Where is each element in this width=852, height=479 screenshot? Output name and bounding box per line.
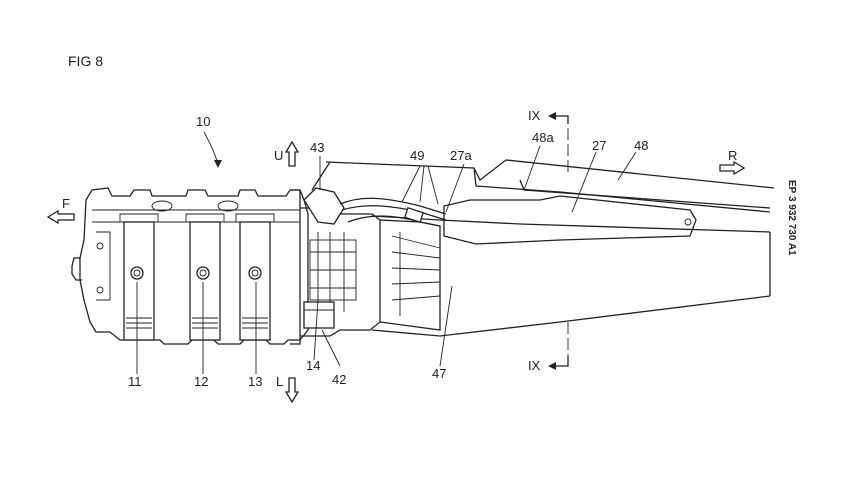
direction-label-up: U	[274, 148, 283, 163]
ref-13: 13	[248, 374, 262, 389]
ref-27: 27	[592, 138, 606, 153]
leader-lines	[136, 131, 637, 374]
arrow-rear	[719, 160, 746, 176]
direction-label-down: L	[276, 374, 283, 389]
ref-43: 43	[310, 140, 324, 155]
transmission-unit	[300, 187, 381, 337]
cables	[339, 197, 447, 227]
arrow-front	[46, 209, 75, 225]
ref-42: 42	[332, 372, 346, 387]
arrow-up	[284, 140, 300, 167]
section-label-top: IX	[528, 108, 541, 123]
arrow-down	[284, 377, 300, 404]
ref-12: 12	[194, 374, 208, 389]
frame-structure	[311, 159, 775, 245]
section-label-bottom: IX	[528, 358, 541, 373]
ref-10: 10	[196, 114, 210, 129]
section-line-ix	[548, 112, 569, 370]
ref-48a: 48a	[532, 130, 554, 145]
ref-27a: 27a	[450, 148, 472, 163]
ref-47: 47	[432, 366, 446, 381]
figure-title: FIG 8	[68, 53, 103, 69]
ref-49: 49	[410, 148, 424, 163]
ref-14: 14	[306, 358, 320, 373]
direction-label-rear: R	[728, 148, 737, 163]
engine-block	[71, 187, 309, 345]
ref-11: 11	[128, 374, 142, 389]
drive-arm	[371, 215, 771, 337]
ref-48: 48	[634, 138, 648, 153]
publication-number: EP 3 932 730 A1	[786, 180, 797, 256]
direction-label-front: F	[62, 196, 70, 211]
